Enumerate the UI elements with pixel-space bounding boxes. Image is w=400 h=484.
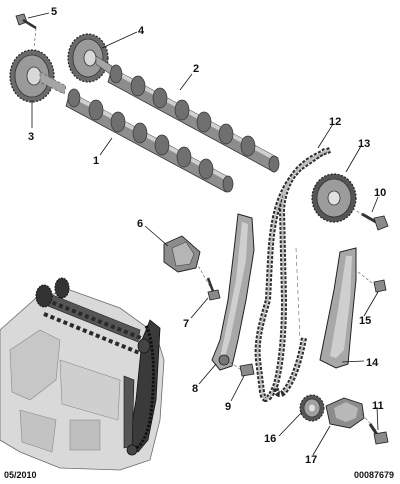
callout-14: 14: [366, 357, 379, 369]
callout-7: 7: [183, 318, 189, 330]
leader-lines: [27, 12, 379, 456]
tensioner-guide: [211, 213, 255, 371]
footer-date: 05/2010: [4, 470, 37, 480]
engine-block-inset: [0, 277, 165, 471]
camshaft-sprocket-intake: [9, 49, 67, 103]
callout-8: 8: [192, 383, 198, 395]
camshaft-exhaust: [107, 64, 280, 173]
timing-chain: [254, 147, 331, 402]
idler-sprocket: [311, 173, 357, 223]
fixed-guide-bolt: [357, 271, 387, 293]
guide-bolt: [229, 361, 255, 377]
callout-16: 16: [264, 433, 276, 445]
tensioner-bolt: [206, 277, 221, 301]
crankshaft-sprocket: [299, 394, 325, 422]
chain-tensioner: [163, 235, 213, 291]
callout-labels: 1 2 3 4 5 6 7 8 9 10 11 12 13 14 15 16 1…: [28, 6, 386, 466]
footer-reference: 00087679: [353, 470, 394, 480]
callout-13: 13: [358, 138, 370, 150]
callout-4: 4: [138, 25, 145, 37]
callout-3: 3: [28, 131, 34, 143]
callout-17: 17: [305, 454, 317, 466]
callout-5: 5: [51, 6, 57, 18]
callout-6: 6: [137, 218, 143, 230]
camshaft-intake: [65, 88, 234, 193]
callout-15: 15: [359, 315, 371, 327]
tensioner-bolt-11: [368, 423, 389, 445]
callout-9: 9: [225, 401, 231, 413]
callout-1: 1: [93, 155, 99, 167]
callout-11: 11: [372, 400, 384, 412]
sprocket-bolt-10: [347, 205, 389, 231]
camshaft-sprocket-exhaust: [67, 33, 113, 83]
hydraulic-tensioner: [325, 397, 377, 431]
callout-2: 2: [193, 63, 199, 75]
sprocket-bolt: [15, 13, 37, 49]
fixed-chain-guide: [319, 247, 357, 369]
callout-10: 10: [374, 187, 386, 199]
callout-12: 12: [329, 116, 341, 128]
